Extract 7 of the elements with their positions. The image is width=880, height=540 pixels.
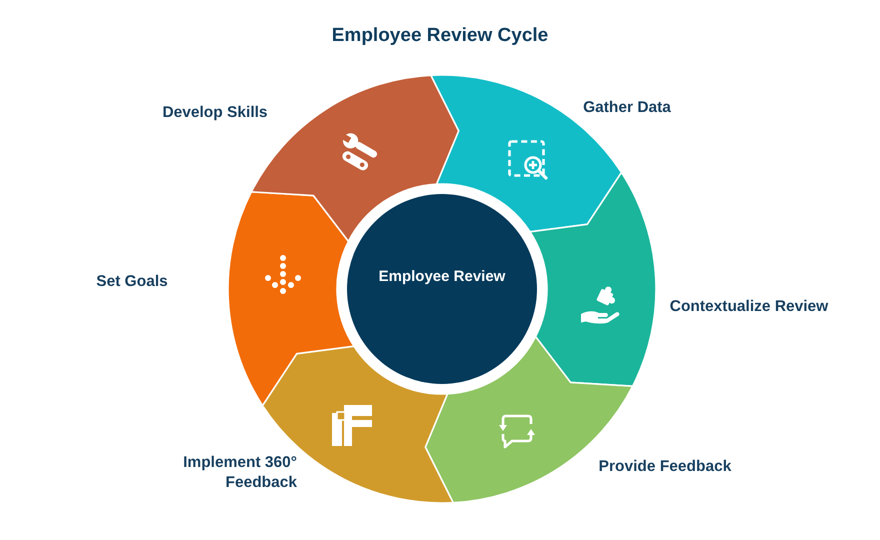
segment-label: Set Goals <box>96 272 168 292</box>
segment-label: Provide Feedback <box>598 457 732 477</box>
segment-label: Develop Skills <box>162 103 268 123</box>
segment-label: Contextualize Review <box>670 297 828 317</box>
diagram-title: Employee Review Cycle <box>332 24 548 48</box>
segment-label: Implement 360° Feedback <box>182 453 297 493</box>
segment-label: Gather Data <box>583 98 671 118</box>
